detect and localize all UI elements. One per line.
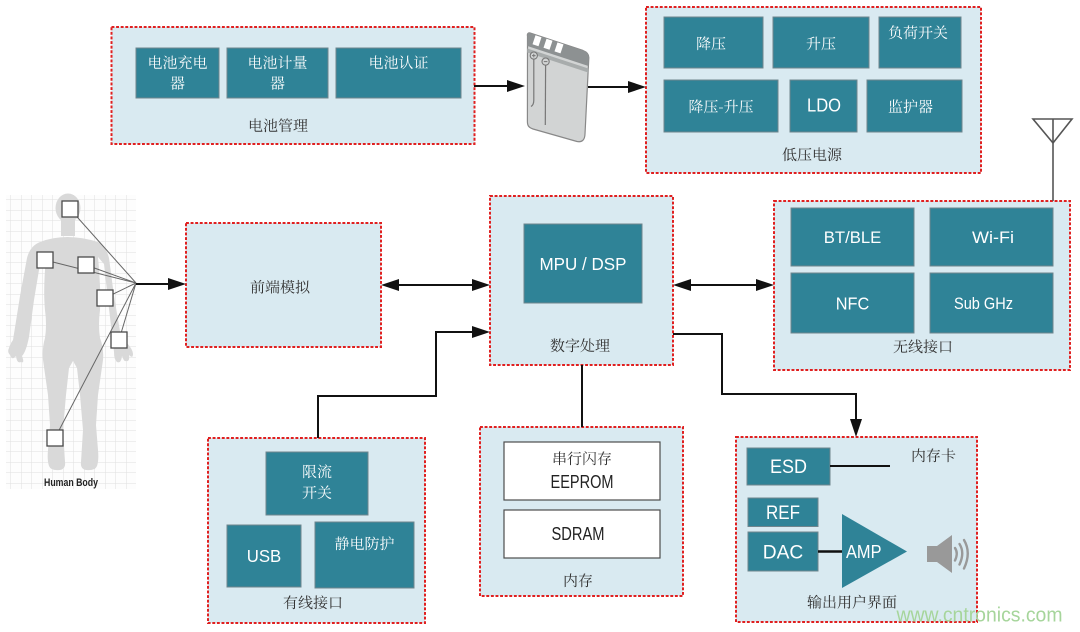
svg-text:USB: USB (247, 546, 282, 566)
svg-text:Human Body: Human Body (44, 477, 99, 489)
svg-text:LDO: LDO (807, 95, 841, 116)
svg-text:REF: REF (766, 503, 800, 524)
svg-text:www.cntronics.com: www.cntronics.com (896, 604, 1063, 627)
svg-text:Sub GHz: Sub GHz (954, 295, 1013, 313)
svg-text:NFC: NFC (836, 294, 870, 314)
svg-text:DAC: DAC (763, 543, 804, 564)
svg-text:AMP: AMP (846, 542, 882, 562)
svg-text:ESD: ESD (770, 457, 807, 478)
svg-text:BT/BLE: BT/BLE (824, 228, 882, 247)
svg-text:SDRAM: SDRAM (552, 524, 605, 544)
svg-text:MPU / DSP: MPU / DSP (540, 254, 627, 274)
svg-text:Wi-Fi: Wi-Fi (972, 228, 1014, 247)
svg-text:EEPROM: EEPROM (551, 472, 614, 492)
